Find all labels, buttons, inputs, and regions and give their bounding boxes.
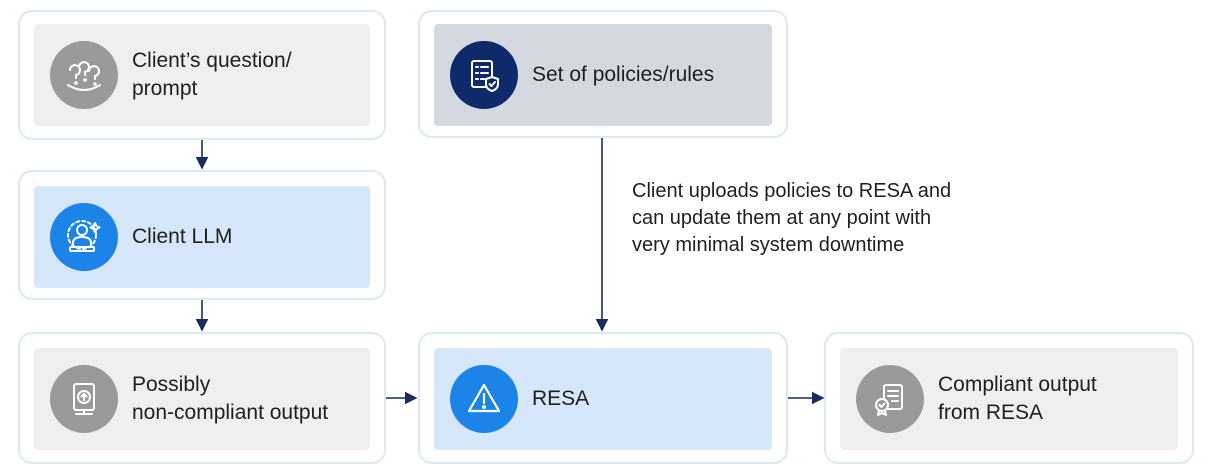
- upload-annotation: Client uploads policies to RESA and can …: [632, 180, 952, 256]
- resa-card: RESA: [418, 332, 788, 464]
- output-card: Possibly non-compliant output: [18, 332, 386, 464]
- question-label: Client’s question/ prompt: [132, 49, 292, 100]
- compliant-node: Compliant output from RESA: [840, 348, 1178, 450]
- policies-node: Set of policies/rules: [434, 24, 772, 126]
- policies-card: Set of policies/rules: [418, 10, 788, 138]
- llm-label: Client LLM: [132, 225, 233, 248]
- compliant-label: Compliant output from RESA: [938, 373, 1097, 424]
- question-node: Client’s question/ prompt: [34, 24, 370, 126]
- resa-label: RESA: [532, 387, 590, 410]
- document-upload-icon: [50, 365, 118, 433]
- compliant-card: Compliant output from RESA: [824, 332, 1194, 464]
- output-node: Possibly non-compliant output: [34, 348, 370, 450]
- certified-document-icon: [856, 365, 924, 433]
- resa-node: RESA: [434, 348, 772, 450]
- policy-document-shield-icon: [450, 41, 518, 109]
- output-label: Possibly non-compliant output: [132, 373, 329, 424]
- question-card: Client’s question/ prompt: [18, 10, 386, 140]
- warning-triangle-icon: [450, 365, 518, 433]
- question-marks-icon: [50, 41, 118, 109]
- person-ai-icon: [50, 203, 118, 271]
- policies-label: Set of policies/rules: [532, 63, 715, 86]
- llm-node: Client LLM: [34, 186, 370, 288]
- llm-card: Client LLM: [18, 170, 386, 300]
